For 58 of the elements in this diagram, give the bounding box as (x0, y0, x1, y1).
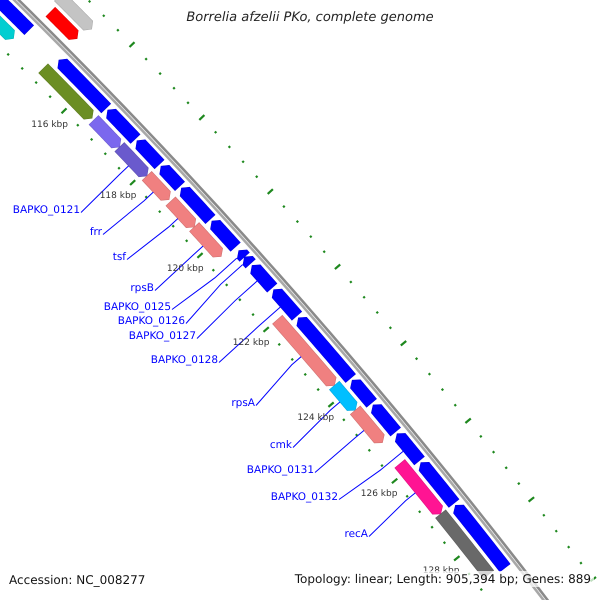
gene-block (272, 288, 302, 321)
gene-block (54, 0, 94, 30)
gene-block (394, 433, 425, 466)
gene-block (242, 256, 256, 268)
leader-line (218, 306, 281, 363)
leader-line (256, 356, 302, 406)
gene-label: BAPKO_0132 (270, 491, 338, 504)
leader-line (80, 165, 130, 213)
gene-block (180, 186, 216, 224)
accession-label: Accession: NC_008277 (9, 573, 146, 587)
gene-block (189, 222, 223, 258)
gene-block (272, 314, 336, 386)
gene-label: rpsB (130, 282, 154, 295)
gene-block (159, 165, 185, 192)
gene-block (371, 404, 401, 436)
gene-block (38, 63, 94, 120)
gene-label: frr (90, 226, 102, 239)
leader-line (196, 280, 258, 339)
gene-label: BAPKO_0127 (128, 330, 196, 343)
scale-label: 126 kbp (360, 488, 398, 500)
gene-block (250, 264, 278, 293)
gene-label: BAPKO_0121 (12, 204, 80, 217)
scale-label: 118 kbp (100, 191, 136, 202)
gene-block (106, 108, 140, 144)
gene-block (135, 140, 164, 170)
gene-block (88, 115, 122, 148)
title: Borrelia afzelii PKo, complete genome (185, 10, 435, 25)
gene-label: tsf (112, 251, 126, 264)
gene-block (166, 196, 196, 228)
gene-label: BAPKO_0126 (118, 315, 185, 328)
gene-block (46, 6, 78, 40)
gene-label: rpsA (231, 397, 255, 410)
leader-line (292, 402, 340, 448)
gene-block (236, 250, 250, 262)
gene-block (296, 316, 356, 383)
gene-block (350, 379, 377, 408)
leader-line (126, 218, 178, 260)
leader-line (154, 246, 204, 291)
gene-block (114, 142, 149, 178)
gene-label: recA (344, 528, 368, 541)
gene-block (329, 380, 358, 411)
gene-block (418, 462, 460, 508)
gene-label: BAPKO_0131 (246, 464, 314, 477)
gene-label: cmk (270, 439, 292, 452)
leader-line (338, 450, 404, 500)
gene-label: BAPKO_0125 (104, 301, 171, 314)
leader-line (172, 258, 238, 310)
gene-block (142, 171, 171, 201)
leader-line (314, 430, 364, 473)
gene-block (0, 0, 34, 35)
gene-block (210, 220, 241, 252)
gene-label: BAPKO_0128 (150, 354, 218, 367)
gene-block (58, 58, 112, 114)
leader-line (368, 492, 416, 537)
leader-line (186, 264, 244, 324)
scale-label: 116 kbp (31, 120, 68, 131)
leader-line (102, 192, 154, 235)
gene-block (350, 406, 385, 444)
